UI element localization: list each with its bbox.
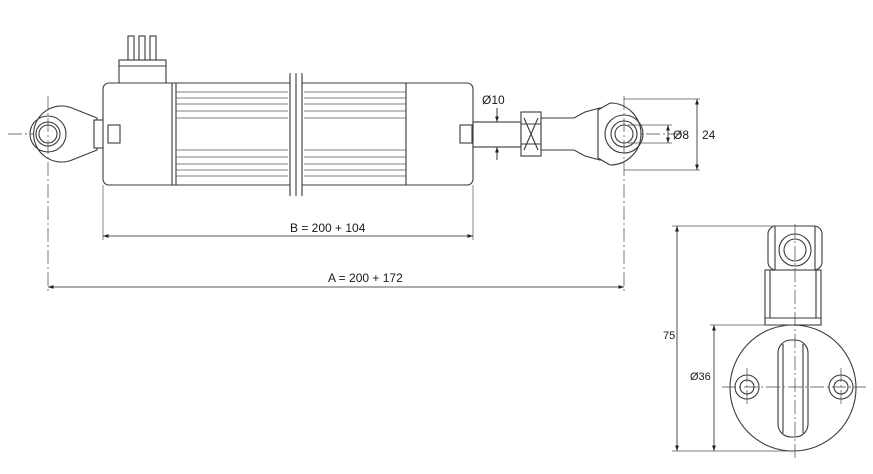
dim-a-length: A = 200 + 172 [328,271,403,285]
dim-total-height: 75 [663,330,675,342]
dim-body-diameter: Ø36 [690,371,711,383]
dim-eye-height: 24 [702,128,716,142]
left-rod-eye [29,105,107,163]
right-rod-eye [597,102,644,166]
side-view: Ø10 Ø8 24 B = 200 + 104 A = 200 + 172 [8,35,716,292]
end-view: 75 Ø36 [663,224,866,460]
extension-lines [102,98,700,240]
connector-plug [118,35,167,85]
piston-rod [472,107,601,161]
dim-b-length: B = 200 + 104 [290,221,366,235]
dim-eye-diameter: Ø8 [673,128,689,142]
dim-rod-diameter: Ø10 [482,93,505,107]
actuator-body [102,73,474,196]
